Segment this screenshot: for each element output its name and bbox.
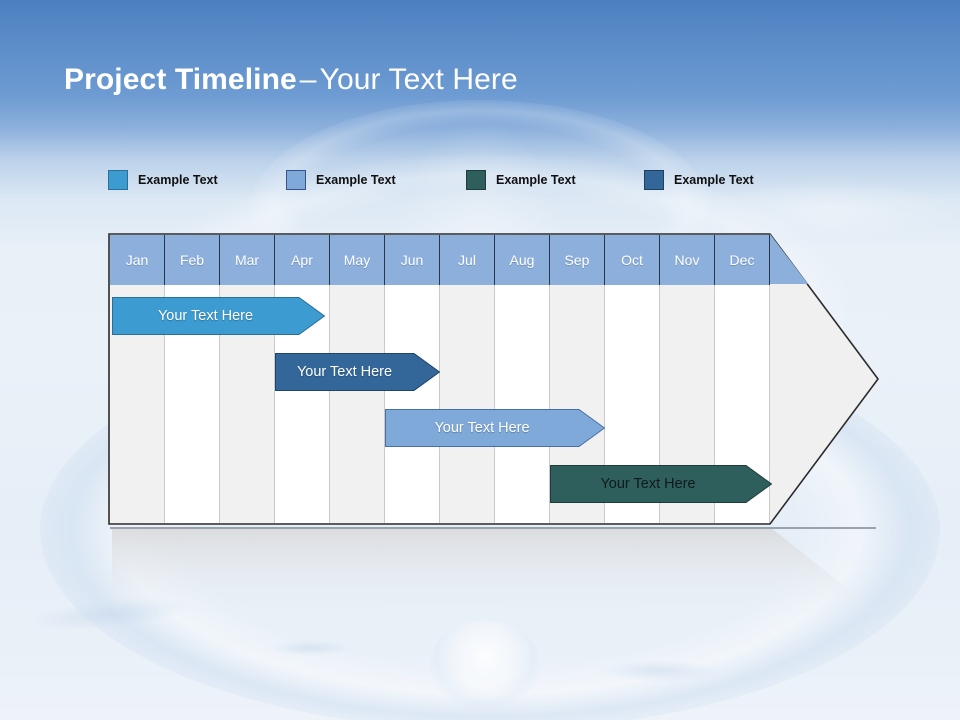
task-bar-shape: [385, 409, 605, 447]
month-header-oct[interactable]: Oct: [605, 235, 660, 285]
task-bar-shape: [550, 465, 772, 503]
task-bar[interactable]: Your Text Here: [550, 465, 772, 503]
legend-color-swatch: [466, 170, 486, 190]
task-bar-shape: [275, 353, 440, 391]
legend-item[interactable]: Example Text: [286, 166, 396, 194]
title-light-part: Your Text Here: [319, 63, 518, 96]
month-column-jul: Jul: [440, 235, 495, 523]
legend-color-swatch: [644, 170, 664, 190]
legend-color-swatch: [108, 170, 128, 190]
legend-item-label: Example Text: [138, 173, 218, 187]
month-header-may[interactable]: May: [330, 235, 385, 285]
month-header-jun[interactable]: Jun: [385, 235, 440, 285]
title-dash: –: [299, 63, 317, 96]
task-bar[interactable]: Your Text Here: [275, 353, 440, 391]
month-header-aug[interactable]: Aug: [495, 235, 550, 285]
legend-item-label: Example Text: [674, 173, 754, 187]
slide-title: Project Timeline–Your Text Here: [64, 58, 518, 102]
month-column-jan: Jan: [110, 235, 165, 523]
legend-item-label: Example Text: [316, 173, 396, 187]
month-header-feb[interactable]: Feb: [165, 235, 220, 285]
month-header-apr[interactable]: Apr: [275, 235, 330, 285]
month-header-sep[interactable]: Sep: [550, 235, 605, 285]
month-header-dec[interactable]: Dec: [715, 235, 770, 285]
month-header-nov[interactable]: Nov: [660, 235, 715, 285]
month-column-feb: Feb: [165, 235, 220, 523]
task-bar[interactable]: Your Text Here: [385, 409, 605, 447]
month-header-jul[interactable]: Jul: [440, 235, 495, 285]
title-bold-part: Project Timeline: [64, 63, 297, 96]
task-bar-shape: [112, 297, 325, 335]
month-column-aug: Aug: [495, 235, 550, 523]
legend-item-label: Example Text: [496, 173, 576, 187]
legend-item[interactable]: Example Text: [466, 166, 576, 194]
month-column-mar: Mar: [220, 235, 275, 523]
legend-color-swatch: [286, 170, 306, 190]
legend-item[interactable]: Example Text: [108, 166, 218, 194]
task-bar[interactable]: Your Text Here: [112, 297, 325, 335]
month-header-jan[interactable]: Jan: [110, 235, 165, 285]
legend-item[interactable]: Example Text: [644, 166, 754, 194]
month-header-mar[interactable]: Mar: [220, 235, 275, 285]
